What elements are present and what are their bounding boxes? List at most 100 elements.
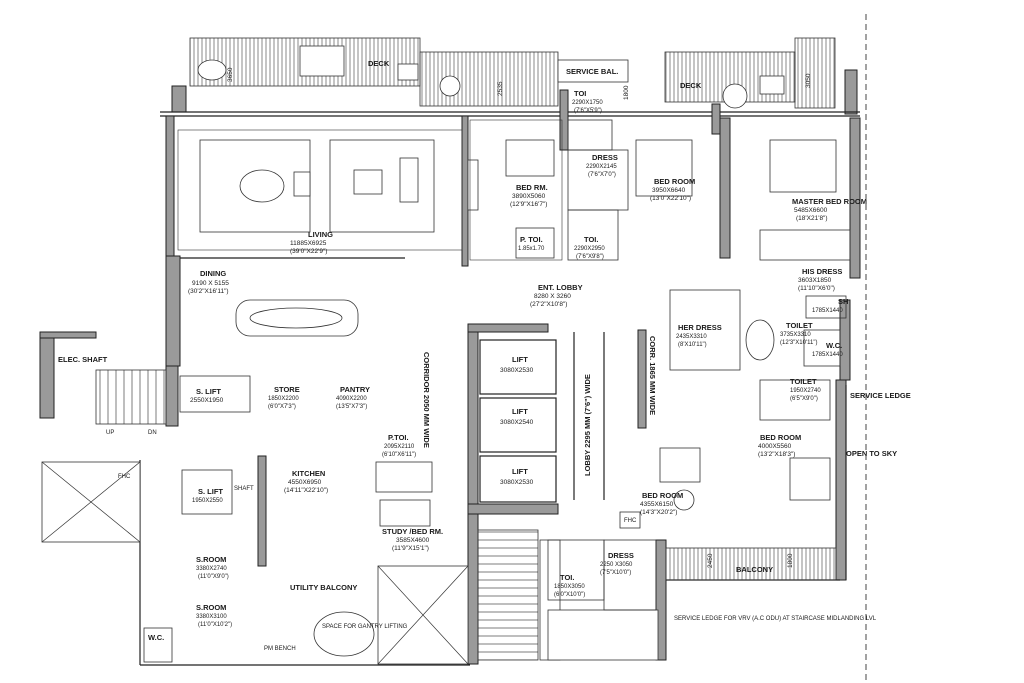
lift-1-dim: 3080X2530 xyxy=(500,367,534,374)
bed-room-top-ft: (13'0"X22'10") xyxy=(650,195,691,202)
deck-area xyxy=(171,37,858,115)
study-ft: (11'9"X15'1") xyxy=(392,545,429,552)
pantry-ft: (13'5"X7'3") xyxy=(336,404,367,410)
s-room-1-ft: (11'0"X9'0") xyxy=(198,574,229,580)
corridor-label: CORRIDOR 2050 MM WIDE xyxy=(422,352,431,448)
toi-mid-ft: (7'6"X9'8") xyxy=(576,254,604,260)
dress-bottom-label: DRESS xyxy=(608,551,634,560)
her-dress-ft: (8'X10'11") xyxy=(678,342,707,348)
dining-label: DINING xyxy=(200,269,226,278)
fhc-left-label: FHC xyxy=(118,474,131,480)
wc-bottom-label: W.C. xyxy=(148,633,164,642)
bed-room-top-dim: 3950X6640 xyxy=(652,187,686,194)
lobby-label: LOBBY 2295 MM (7'6") WIDE xyxy=(583,374,592,476)
deck-dim-left: 3650 xyxy=(227,67,234,82)
p-toi-2-label: P.TOI. xyxy=(388,433,409,442)
ent-lobby-ft: (27'2"X10'8") xyxy=(530,301,567,308)
s-room-2-dim: 3380X3100 xyxy=(196,614,227,620)
living-room xyxy=(177,129,479,251)
gantry-label: SPACE FOR GANTRY LIFTING xyxy=(322,624,408,630)
toilet-master-ft: (12'3"X10'11") xyxy=(780,340,817,346)
bed-room-mid-ft: (14'3"X20'2") xyxy=(640,509,677,516)
bed-room-right-ft: (13'2"X18'3") xyxy=(758,451,795,458)
s-room-2-ft: (11'0"X10'2") xyxy=(198,622,232,628)
bed-rm-label: BED RM. xyxy=(516,183,548,192)
her-dress-label: HER DRESS xyxy=(678,323,722,332)
master-bed-dim: 5485X6600 xyxy=(794,207,828,214)
dress-label: DRESS xyxy=(592,153,618,162)
utility-balcony-label: UTILITY BALCONY xyxy=(290,583,357,592)
wc-master-dim: 1785X1440 xyxy=(812,352,843,358)
pantry-dim: 4090X2200 xyxy=(336,396,367,402)
study-dim: 3585X4600 xyxy=(396,537,430,544)
toi-top-label: TOI xyxy=(574,89,586,98)
bed-room-top-label: BED ROOM xyxy=(654,177,695,186)
pantry-label: PANTRY xyxy=(340,385,370,394)
bed-room-mid-label: BED ROOM xyxy=(642,491,683,500)
dining-room xyxy=(180,257,405,337)
dress-ft: (7'6"X7'0") xyxy=(588,172,616,178)
sh-dim: 1785X1440 xyxy=(812,308,843,314)
toilet-master-dim: 3735X3310 xyxy=(780,332,811,338)
toilet-right-dim: 1950X2740 xyxy=(790,388,821,394)
store-dim: 1850X2200 xyxy=(268,396,299,402)
walls xyxy=(39,89,861,666)
s-lift-top-label: S. LIFT xyxy=(196,387,221,396)
kitchen-dim: 4550X6950 xyxy=(288,479,322,486)
toi-top-dim: 2290X1750 xyxy=(572,100,603,106)
toi-bottom-dim: 1850X3050 xyxy=(554,584,585,590)
right-bedrooms xyxy=(547,379,831,611)
toi-bottom-label: TOI. xyxy=(560,573,574,582)
lift-2-dim: 3080X2540 xyxy=(500,419,534,426)
sh-label: SH xyxy=(838,297,848,306)
p-toi-2-dim: 2095X2110 xyxy=(384,444,415,450)
s-room-1-dim: 3380X2740 xyxy=(196,566,227,572)
toilet-master-label: TOILET xyxy=(786,321,813,330)
s-lift-bottom-dim: 1950X2550 xyxy=(192,498,223,504)
s-room-2-label: S.ROOM xyxy=(196,603,226,612)
toi-bottom-ft: (6'0"X10'0") xyxy=(554,592,585,598)
dress-bottom-dim: 2250 X3050 xyxy=(600,562,633,568)
lift-3-dim: 3080X2530 xyxy=(500,479,534,486)
study-label: STUDY /BED RM. xyxy=(382,527,443,536)
kitchen-label: KITCHEN xyxy=(292,469,325,478)
s-lift-top-dim: 2550X1950 xyxy=(190,397,224,404)
service-ledge-right-label: SERVICE LEDGE xyxy=(850,391,911,400)
shaft-label: SHAFT xyxy=(234,486,254,492)
master-bed-label: MASTER BED ROOM xyxy=(792,197,867,206)
kitchen-ft: (14'11"X22'10") xyxy=(284,487,328,494)
p-toi-dim: 1.85x1.70 xyxy=(518,246,545,252)
her-dress-dim: 2435X3310 xyxy=(676,334,707,340)
bed-room-mid-dim: 4355X6150 xyxy=(640,501,674,508)
dim-2535: 2535 xyxy=(497,81,504,96)
p-toi-label: P. TOI. xyxy=(520,235,543,244)
master-bed-ft: (18'X21'8") xyxy=(796,215,828,222)
dress-bottom-ft: (7'5"X10'0") xyxy=(600,570,631,576)
toi-top-ft: (7'6"X5'9") xyxy=(574,108,602,114)
dress-dim: 2290X2145 xyxy=(586,164,617,170)
his-dress-label: HIS DRESS xyxy=(802,267,842,276)
lift-2-label: LIFT xyxy=(512,407,528,416)
store-ft: (6'0"X7'3") xyxy=(268,404,296,410)
balcony-label: BALCONY xyxy=(736,565,773,574)
master-bed-room xyxy=(669,139,851,371)
s-lift-bottom-label: S. LIFT xyxy=(198,487,223,496)
fhc-mid-label: FHC xyxy=(624,518,637,524)
lift-3-label: LIFT xyxy=(512,467,528,476)
dining-dim: 9190 X 5155 xyxy=(192,280,229,287)
dim-1800-top: 1800 xyxy=(623,85,630,100)
up-label: UP xyxy=(106,430,114,436)
deck-label-left: DECK xyxy=(368,59,390,68)
toilet-right-ft: (6'5"X9'0") xyxy=(790,396,818,402)
elec-shaft-label: ELEC. SHAFT xyxy=(58,355,108,364)
lift-core xyxy=(479,332,605,503)
his-dress-dim: 3603X1850 xyxy=(798,277,832,284)
his-dress-ft: (11'10"X6'0") xyxy=(798,285,835,292)
ent-lobby-dim: 8280 X 3260 xyxy=(534,293,571,300)
bed-rm-ft: (12'9"X16'7") xyxy=(510,201,547,208)
bed-rm-dim: 3890X5060 xyxy=(512,193,546,200)
service-bal-label: SERVICE BAL. xyxy=(566,67,618,76)
deck-label-right: DECK xyxy=(680,81,702,90)
dining-ft: (30'2"X16'11") xyxy=(188,288,229,295)
ent-lobby-label: ENT. LOBBY xyxy=(538,283,583,292)
